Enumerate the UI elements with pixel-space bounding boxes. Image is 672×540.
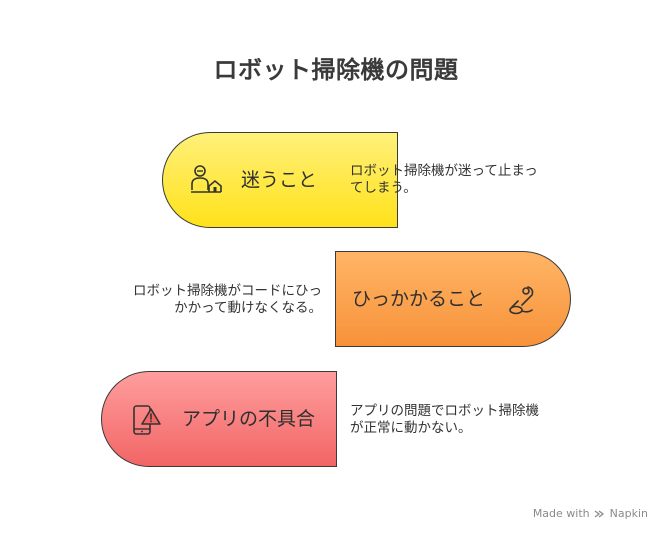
napkin-logo-icon <box>594 509 604 518</box>
item-description: ロボット掃除機が迷って止まっ てしまう。 <box>350 163 580 197</box>
phone-alert-icon <box>133 405 161 435</box>
pill-label: ひっかかること <box>352 288 486 310</box>
item-description: ロボット掃除機がコードにひっ かかって動けなくなる。 <box>90 283 322 317</box>
diagram-title: ロボット掃除機の問題 <box>213 56 459 84</box>
description-line: が正常に動かない。 <box>350 420 472 436</box>
brand-name: Napkin <box>609 507 648 520</box>
item-description: アプリの問題でロボット掃除機 が正常に動かない。 <box>350 403 580 437</box>
pill-label: アプリの不具合 <box>182 408 316 430</box>
description-line: ロボット掃除機がコードにひっ <box>133 283 322 299</box>
person-home-icon <box>191 165 222 193</box>
brand-prefix: Made with <box>532 507 590 520</box>
pill-snag: ひっかかること <box>335 251 571 347</box>
pill-label: 迷うこと <box>241 169 318 191</box>
pill-lost: 迷うこと <box>162 132 398 228</box>
description-line: かかって動けなくなる。 <box>174 300 322 316</box>
napkin-watermark: Made with Napkin <box>533 507 648 520</box>
pill-app-bug: アプリの不具合 <box>101 371 337 467</box>
cable-snag-icon <box>509 286 534 315</box>
description-line: てしまう。 <box>350 180 417 196</box>
description-line: アプリの問題でロボット掃除機 <box>350 403 539 419</box>
description-line: ロボット掃除機が迷って止まっ <box>350 163 538 179</box>
